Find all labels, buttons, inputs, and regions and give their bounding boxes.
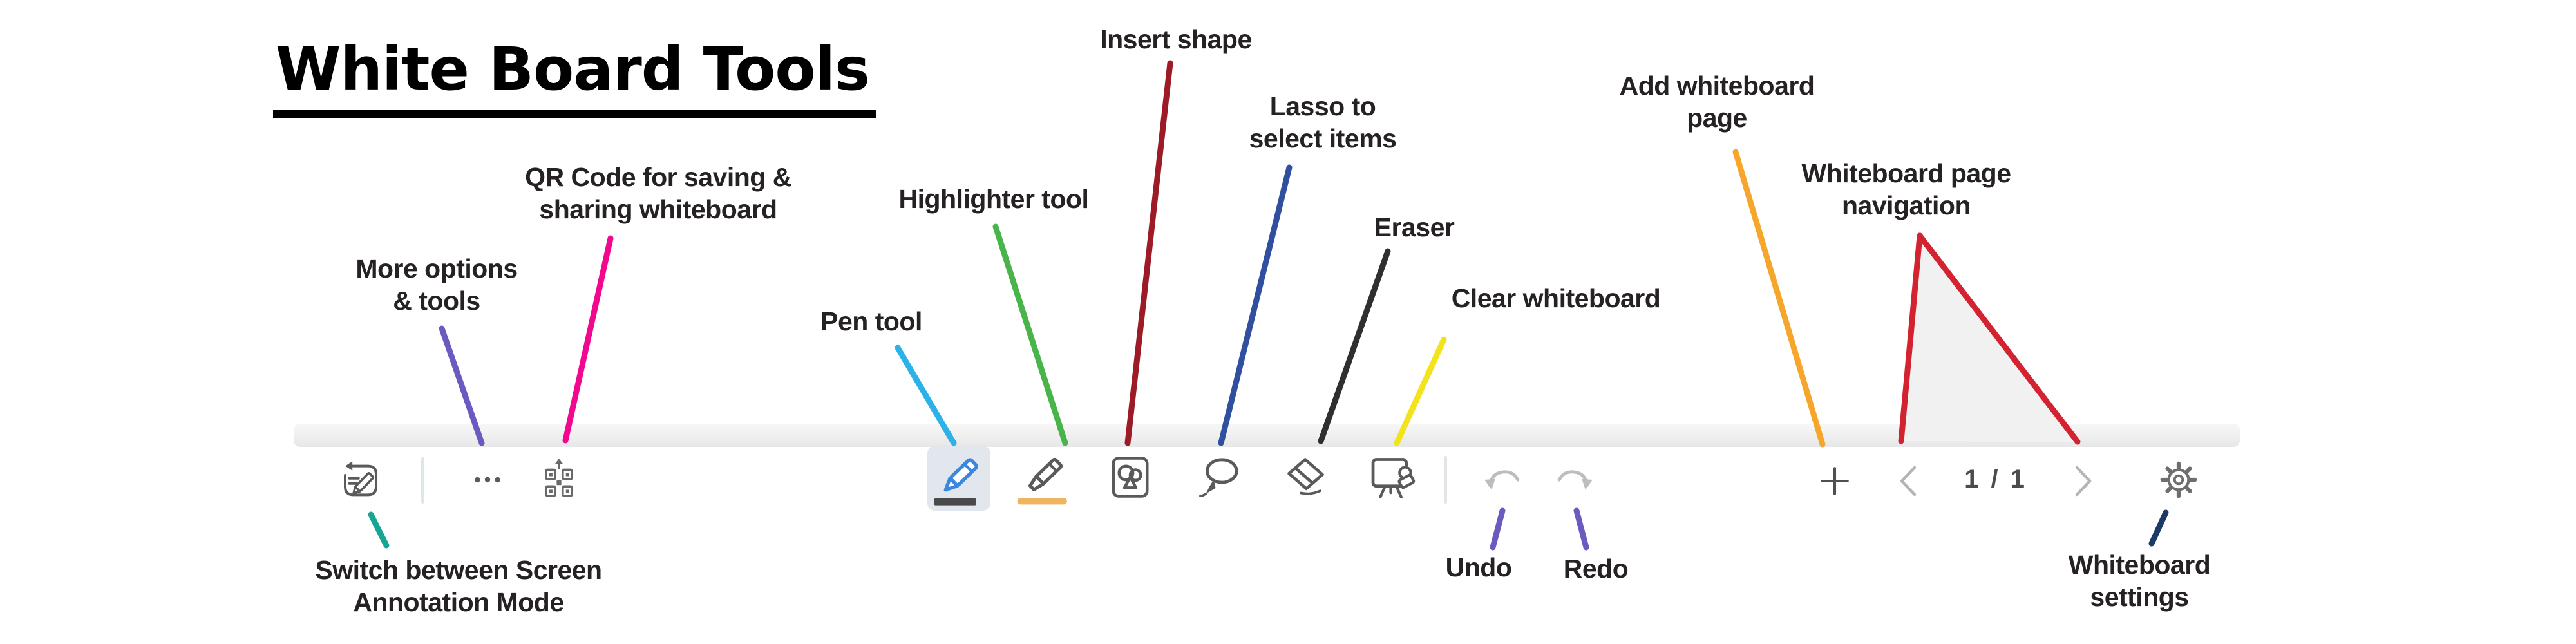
page-nav-right-callout-line (1917, 232, 2081, 445)
whiteboard-settings-button[interactable] (2156, 457, 2201, 502)
pen-tool-button[interactable] (927, 446, 990, 511)
page-title: White Board Tools (273, 35, 876, 118)
undo-label: Undo (1445, 553, 1512, 582)
highlighter-tool-button[interactable] (1014, 447, 1074, 510)
ellipsis-icon (475, 477, 500, 483)
undo-icon (1484, 470, 1520, 490)
qr-code-callout-line (562, 235, 614, 444)
eraser-label: Eraser (1374, 213, 1455, 242)
toolbar-divider-right (1444, 456, 1447, 504)
highlighter-callout-line (992, 223, 1068, 446)
more-options-label: More options & tools (355, 254, 518, 316)
pen-tool-label: Pen tool (820, 307, 922, 336)
highlighter-icon (1017, 457, 1067, 505)
undo-button[interactable] (1480, 461, 1525, 498)
plus-icon (1821, 467, 1849, 495)
page-nav-label: Whiteboard page navigation (1801, 158, 2011, 221)
eraser-icon (1287, 458, 1324, 495)
settings-callout-line (2148, 509, 2169, 547)
chevron-right-icon (2075, 466, 2092, 497)
redo-button[interactable] (1552, 461, 1597, 498)
qr-code-share-button[interactable] (536, 453, 582, 507)
insert-shape-callout-line (1124, 60, 1173, 446)
lasso-callout-line (1218, 164, 1293, 446)
redo-callout-line (1573, 507, 1589, 551)
previous-page-button[interactable] (1892, 461, 1924, 501)
next-page-button[interactable] (2067, 461, 2099, 501)
switch-annotation-icon (344, 461, 377, 497)
gear-icon (2160, 461, 2197, 498)
redo-label: Redo (1563, 554, 1629, 583)
redo-icon (1557, 470, 1593, 490)
switch-mode-label: Switch between Screen Annotation Mode (315, 555, 602, 618)
eraser-callout-line (1318, 248, 1391, 444)
chevron-left-icon (1900, 466, 1917, 497)
settings-label: Whiteboard settings (2068, 550, 2211, 612)
canvas-bottom-edge (294, 424, 2240, 447)
toolbar-divider-left (421, 457, 424, 504)
qr-code-icon (545, 459, 573, 497)
page-nav-triangle (1901, 236, 2078, 442)
qr-code-label: QR Code for saving & sharing whiteboard (525, 162, 791, 225)
clear-whiteboard-button[interactable] (1363, 450, 1423, 505)
more-options-button[interactable] (468, 460, 507, 499)
lasso-select-button[interactable] (1190, 450, 1247, 506)
add-page-button[interactable] (1816, 462, 1853, 500)
insert-shape-button[interactable] (1104, 451, 1157, 504)
pen-icon (934, 458, 978, 506)
undo-callout-line (1490, 507, 1506, 551)
highlighter-label: Highlighter tool (898, 184, 1089, 214)
switch-mode-callout-line (368, 511, 390, 549)
lasso-label: Lasso to select items (1249, 91, 1397, 154)
clear-whiteboard-icon (1371, 458, 1416, 499)
page-nav-left-callout-line (1898, 232, 1923, 444)
insert-shape-label: Insert shape (1100, 24, 1252, 54)
page-indicator: 1 / 1 (1964, 465, 2027, 493)
lasso-icon (1199, 458, 1238, 497)
clear-label: Clear whiteboard (1451, 283, 1661, 313)
add-page-label: Add whiteboard page (1619, 71, 1815, 133)
switch-annotation-mode-button[interactable] (335, 455, 386, 506)
shapes-icon (1112, 457, 1149, 498)
eraser-button[interactable] (1276, 451, 1332, 505)
